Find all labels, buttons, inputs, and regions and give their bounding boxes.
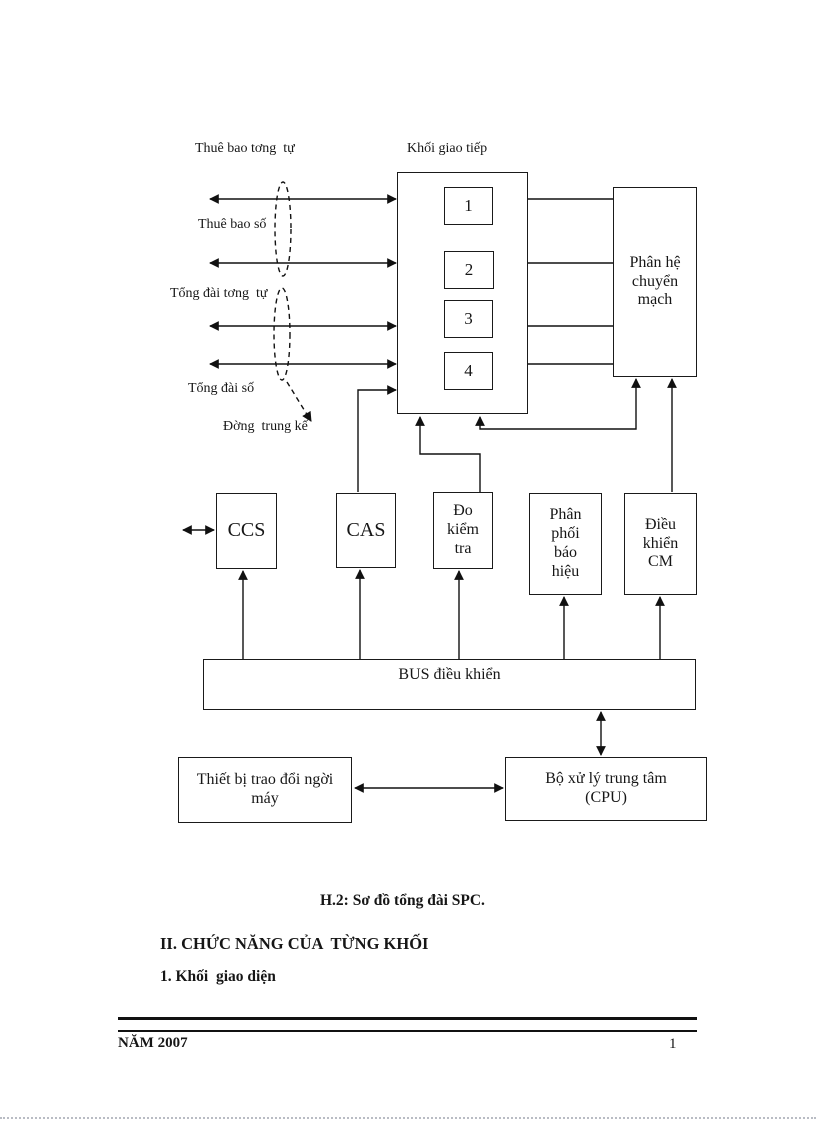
measure-test-block: Đo kiểm tra: [433, 492, 493, 569]
label-trunk-line: Đờng trung kế: [223, 419, 308, 434]
footer-left-text: NĂM 2007: [118, 1035, 188, 1051]
section-heading: II. CHỨC NĂNG CỦA TỪNG KHỐI: [160, 934, 429, 953]
interface-unit-1: 1: [444, 187, 493, 225]
cable-bundle-ellipse-upper: [274, 181, 292, 277]
page-boundary-dotted-line: [0, 1117, 816, 1119]
ccs-block: CCS: [216, 493, 277, 569]
sub-heading: 1. Khối giao diện: [160, 968, 276, 985]
footer-page-number: 1: [669, 1036, 677, 1052]
signal-distributor-block: Phân phối báo hiệu: [529, 493, 602, 595]
switch-subsystem-block: Phân hệ chuyển mạch: [613, 187, 697, 377]
wire-interface-switch-lower: [475, 378, 641, 430]
wire-cas-to-interface: [357, 385, 397, 492]
cas-block: CAS: [336, 493, 396, 568]
label-digital-subscriber: Thuê bao số: [198, 217, 267, 232]
cable-bundle-ellipse-lower: [273, 287, 291, 381]
interface-unit-3: 3: [444, 300, 493, 338]
label-analog-exchange: Tổng đài tơng tự: [170, 286, 268, 301]
interface-unit-2: 2: [444, 251, 494, 289]
trunk-line-pointer: [286, 381, 312, 422]
wire-test-to-interface: [415, 416, 481, 492]
label-interface-block-title: Khối giao tiếp: [407, 141, 488, 156]
cm-controller-block: Điều khiển CM: [624, 493, 697, 595]
man-machine-block: Thiết bị trao đổi ngời máy: [178, 757, 352, 823]
figure-caption: H.2: Sơ đồ tổng đài SPC.: [320, 892, 485, 909]
label-analog-subscriber: Thuê bao tơng tự: [195, 141, 295, 156]
cpu-block: Bộ xử lý trung tâm (CPU): [505, 757, 707, 821]
control-bus-block: BUS điều khiển: [203, 659, 696, 710]
footer-rule-thick: [118, 1017, 697, 1020]
footer-rule-thin: [118, 1030, 697, 1032]
label-digital-exchange: Tổng đài số: [188, 381, 255, 396]
